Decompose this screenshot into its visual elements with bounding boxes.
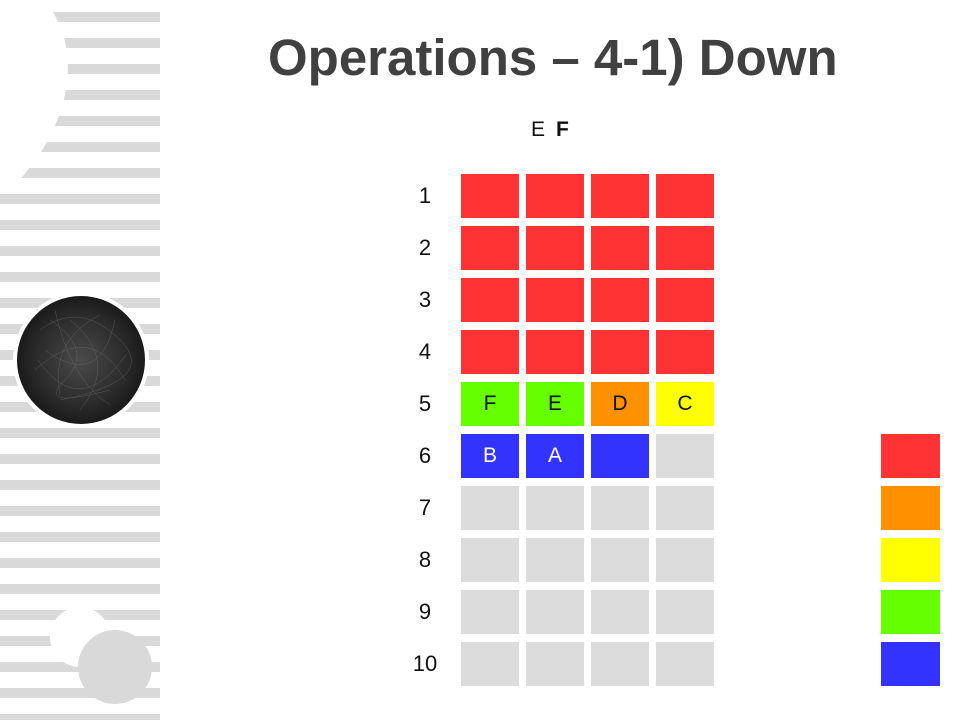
- grid-cell: [526, 226, 584, 270]
- header-label-e: E: [531, 118, 546, 141]
- grid-cell: [461, 330, 519, 374]
- grid-cell: [461, 642, 519, 686]
- cell-letter: E: [547, 392, 562, 415]
- legend-swatch-yellow: [881, 538, 940, 582]
- cell-letter: F: [483, 392, 497, 415]
- grid-cell: [591, 226, 649, 270]
- grid-cell: D: [591, 382, 649, 426]
- grid-cell: [591, 434, 649, 478]
- grid-cell: [526, 330, 584, 374]
- grid-cell: [656, 486, 714, 530]
- grid-cell: [461, 538, 519, 582]
- grid-cell: [656, 434, 714, 478]
- row-label: 4: [418, 339, 432, 364]
- grid-cell: [526, 538, 584, 582]
- legend-swatch-blue: [881, 642, 940, 686]
- cell-letter: A: [547, 444, 562, 467]
- grid-cell: [526, 486, 584, 530]
- header-label-f: F: [556, 118, 569, 141]
- row-label: 8: [418, 547, 432, 572]
- grid-cell: [591, 486, 649, 530]
- grid-cell: C: [656, 382, 714, 426]
- grid-cell: [591, 590, 649, 634]
- grid-cell: E: [526, 382, 584, 426]
- cell-letter: B: [482, 444, 497, 467]
- decorative-background: [0, 0, 160, 720]
- row-label: 6: [418, 443, 432, 468]
- cell-letter: D: [612, 392, 628, 415]
- row-label: 2: [418, 235, 432, 260]
- cell-letter: C: [677, 392, 693, 415]
- grid-cell: B: [461, 434, 519, 478]
- row-label: 3: [418, 287, 432, 312]
- grid-cell: [526, 642, 584, 686]
- decorative-circles: [50, 607, 152, 704]
- grid-cell: F: [461, 382, 519, 426]
- grid-cell: [656, 174, 714, 218]
- grid-cell: [461, 486, 519, 530]
- grid-cell: [591, 330, 649, 374]
- legend-swatch-red: [881, 434, 940, 478]
- grid-cell: [461, 590, 519, 634]
- dark-orb-image: [13, 292, 149, 428]
- grid-cell: [656, 538, 714, 582]
- grid-cell: [526, 590, 584, 634]
- grid-cell: [461, 174, 519, 218]
- legend-swatch-orange: [881, 486, 940, 530]
- grid-cell: [461, 278, 519, 322]
- grid-cell: [591, 278, 649, 322]
- row-label: 9: [418, 599, 432, 624]
- grid-cell: [526, 174, 584, 218]
- row-label: 7: [418, 495, 432, 520]
- grid-cell: [656, 278, 714, 322]
- page-title: Operations – 4-1) Down: [268, 29, 838, 86]
- grid-cell: [656, 330, 714, 374]
- grid-cell: [656, 590, 714, 634]
- grid-cell: [656, 642, 714, 686]
- grid-cell: [591, 174, 649, 218]
- grid-cell: [656, 226, 714, 270]
- grid-cell: [526, 278, 584, 322]
- row-label: 5: [418, 391, 432, 416]
- legend-swatch-green: [881, 590, 940, 634]
- row-label: 10: [412, 651, 438, 676]
- grid-cell: [591, 642, 649, 686]
- grid-cell: [591, 538, 649, 582]
- grid-cell: [461, 226, 519, 270]
- grid-cell: A: [526, 434, 584, 478]
- row-label: 1: [418, 183, 432, 208]
